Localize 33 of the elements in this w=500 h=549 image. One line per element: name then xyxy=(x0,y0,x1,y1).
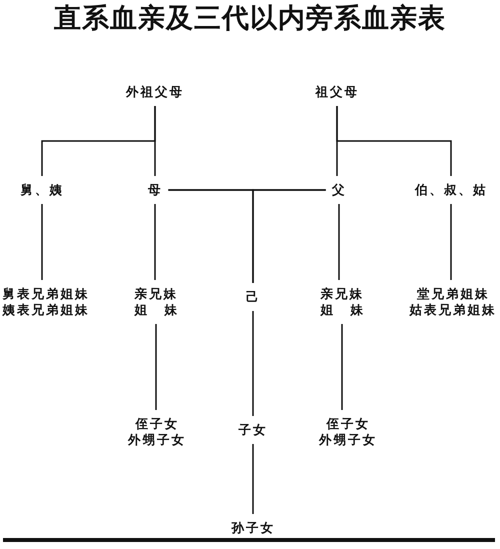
kinship-term: 祖父母 xyxy=(315,84,359,100)
kinship-term: 外祖父母 xyxy=(126,84,184,100)
connector-line xyxy=(154,106,156,176)
kinship-term: 侄子女 xyxy=(135,416,179,432)
kinship-term: 亲兄妹 xyxy=(134,286,178,302)
connector-line xyxy=(154,204,156,280)
connector-line xyxy=(41,204,43,280)
connector-line xyxy=(341,324,343,410)
kinship-term: 姨表兄弟姐妹 xyxy=(2,302,90,318)
kinship-term: 伯、叔、姑 xyxy=(414,182,488,198)
kinship-term: 外甥子女 xyxy=(319,432,377,448)
kinship-term: 亲兄妹 xyxy=(320,286,364,302)
kinship-term: 堂兄弟姐妹 xyxy=(416,286,490,302)
kinship-term: 孙子女 xyxy=(231,520,275,536)
kinship-term: 舅、姨 xyxy=(20,182,64,198)
connector-line xyxy=(252,444,254,514)
kinship-term: 姑表兄弟姐妹 xyxy=(410,302,496,318)
diagram-title: 直系血亲及三代以内旁系血亲表 xyxy=(54,3,446,35)
connector-line xyxy=(450,204,452,280)
kinship-term: 父 xyxy=(332,182,346,198)
kinship-term: 子女 xyxy=(238,422,268,438)
kinship-term: 己 xyxy=(246,289,260,305)
connector-line xyxy=(252,311,254,416)
connector-line xyxy=(252,189,326,283)
connector-line xyxy=(336,106,452,176)
kinship-term: 母 xyxy=(148,182,162,198)
kinship-term: 外甥子女 xyxy=(128,432,186,448)
kinship-term: 姐 妹 xyxy=(320,302,364,318)
connector-line xyxy=(338,204,340,280)
kinship-term: 侄子女 xyxy=(326,416,370,432)
kinship-term: 舅表兄弟姐妹 xyxy=(2,286,90,302)
kinship-term: 姐 妹 xyxy=(134,302,178,318)
connector-line xyxy=(155,324,157,410)
